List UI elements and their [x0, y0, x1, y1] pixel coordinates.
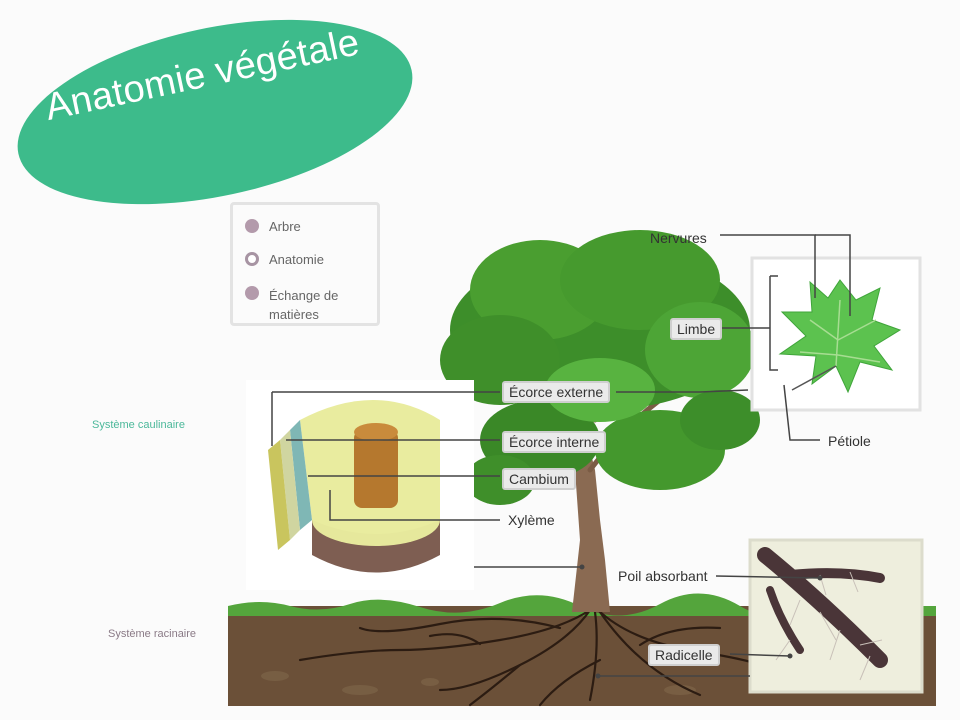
- menu-item-arbre[interactable]: Arbre: [245, 219, 301, 234]
- soil-stones: [261, 671, 696, 695]
- bullet-icon: [245, 219, 259, 233]
- label-nervures: Nervures: [650, 230, 707, 246]
- menu-item-label: Arbre: [269, 219, 301, 234]
- system-racinaire-label: Système racinaire: [108, 628, 197, 640]
- label-ecorce-externe: Écorce externe: [502, 381, 611, 403]
- selected-bullet-icon: [245, 252, 259, 266]
- system-caulinaire-label: Système caulinaire: [92, 419, 185, 431]
- pith-core: [354, 430, 398, 508]
- bullet-icon: [245, 286, 259, 300]
- canopy: [440, 230, 760, 505]
- inner-bark-layer: [280, 430, 300, 540]
- menu-item-label: Anatomie: [269, 252, 324, 267]
- root-hairs: [775, 571, 883, 681]
- menu-item-label: Échange de matières: [269, 288, 339, 322]
- leaf-veins: [799, 299, 881, 367]
- leaf-petiole: [791, 365, 837, 391]
- root-system: [298, 608, 762, 707]
- grass: [228, 590, 936, 618]
- menu-item-echange[interactable]: Échange de matières: [245, 286, 365, 324]
- root-hair-drawing: [757, 547, 888, 668]
- label-petiole: Pétiole: [828, 433, 871, 449]
- topic-menu: Arbre Anatomie Échange de matières: [230, 202, 380, 326]
- leader-lines: [271, 234, 851, 677]
- label-limbe: Limbe: [670, 318, 723, 340]
- label-xyleme: Xylème: [508, 512, 555, 528]
- cambium-layer: [290, 420, 312, 530]
- label-ecorce-interne: Écorce interne: [502, 431, 607, 453]
- label-cambium: Cambium: [502, 468, 576, 490]
- trunk: [560, 420, 610, 612]
- label-radicelle: Radicelle: [648, 644, 720, 666]
- pith-top: [354, 423, 398, 441]
- leader-dots: [579, 564, 823, 679]
- outer-bark-layer: [268, 440, 290, 550]
- label-poil-absorbant: Poil absorbant: [618, 568, 708, 584]
- menu-item-anatomie[interactable]: Anatomie: [245, 252, 324, 267]
